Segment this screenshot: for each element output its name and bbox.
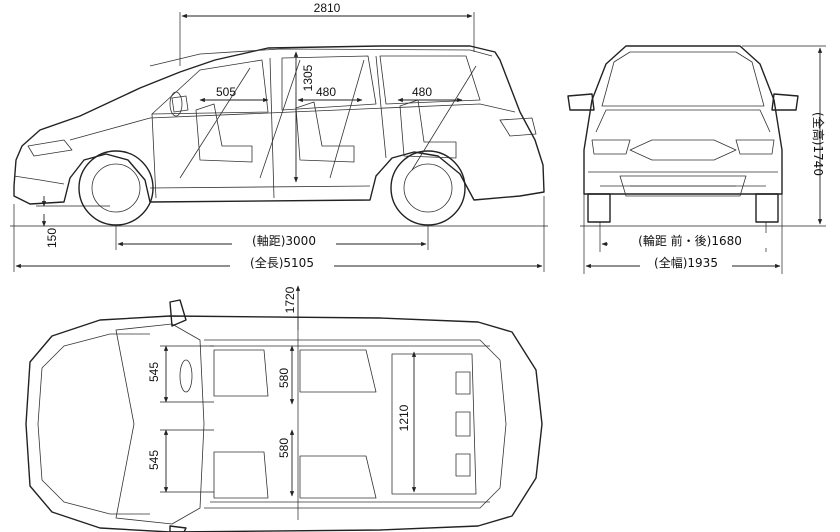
side-b-pillar [269,57,275,199]
top-dimensions: 1720 545 545 580 580 1210 [147,285,417,520]
top-middle-seat-lower [299,455,377,499]
front-body-outline [583,45,783,195]
label-cabin-width: 1210 [397,404,411,431]
top-steering-wheel [179,359,193,393]
top-body-outline [25,315,543,532]
label-interior-height: 1305 [301,64,315,91]
label-overall-height: (全高)1740 [811,112,826,176]
front-right-tire [755,193,779,223]
label-seat-width-right: 545 [147,450,161,470]
front-bumper [588,171,778,187]
front-left-tire [587,193,611,223]
side-front-bumper [13,175,65,185]
side-middle-seat [295,101,355,163]
side-interior-line-1 [179,67,251,179]
front-right-headlight [735,139,775,155]
side-front-window [151,59,269,115]
label-front-tread: (輪距 前・後)1680 [638,233,742,248]
side-mirror [171,95,189,113]
side-belt-line [69,103,516,141]
label-front-seat-width: 505 [216,85,236,99]
side-steering-wheel [169,91,183,117]
top-rear-headrests [455,371,471,477]
front-grille [629,139,737,161]
side-rear-wheel-rim [403,163,453,213]
side-front-wheel-rim [91,163,141,213]
side-middle-window [281,55,377,111]
label-overall-length: (全長)5105 [250,255,314,270]
label-rear-seat-width: 480 [412,85,432,99]
label-interior-length: 1720 [283,286,297,313]
front-windshield [601,51,765,107]
label-middle-seat-width: 480 [316,85,336,99]
side-view [10,45,548,227]
top-lower-mirror [169,525,187,532]
top-upper-mirror [169,299,187,327]
top-front-seat-upper [213,349,269,397]
side-interior-line-3 [329,59,365,179]
front-left-headlight [591,139,631,155]
label-middle-seat-right: 580 [277,438,291,458]
side-sill [149,185,371,189]
top-rear-bench [391,353,477,495]
side-c-pillar [375,55,387,159]
side-front-seat [195,103,253,163]
side-front-wheel [78,150,154,226]
front-hood [595,109,771,133]
side-dimensions: 2810 505 480 480 1305 150 (軸距)3000 (全長)5… [13,1,545,272]
label-middle-seat-left: 580 [277,368,291,388]
front-lower-grille [619,175,747,197]
front-dimensions: (輪距 前・後)1680 (全幅)1935 (全高)1740 [583,45,826,274]
side-interior-line-2 [259,59,301,179]
side-rear-wheel [390,150,466,226]
label-wheelbase: (軸距)3000 [252,234,316,248]
top-view [25,299,543,532]
top-windshield [115,323,205,525]
side-roof-line [149,48,493,67]
side-body-outline [13,45,545,205]
side-headlight [27,139,73,157]
front-view [567,45,799,227]
label-seat-width-left: 545 [147,362,161,382]
front-left-mirror [567,93,595,111]
side-interior-line-4 [411,65,477,171]
side-taillight [499,117,537,137]
label-ground-clearance: 150 [45,228,59,248]
top-roof [204,339,507,509]
top-middle-seat-upper [299,349,377,393]
side-rear-seat [399,99,457,159]
top-front-seat-lower [213,451,269,499]
label-upper-length: 2810 [314,1,341,15]
front-right-mirror [771,93,799,111]
top-hood [37,333,150,515]
side-front-door-line [151,113,157,199]
label-overall-width: (全幅)1935 [654,255,718,270]
